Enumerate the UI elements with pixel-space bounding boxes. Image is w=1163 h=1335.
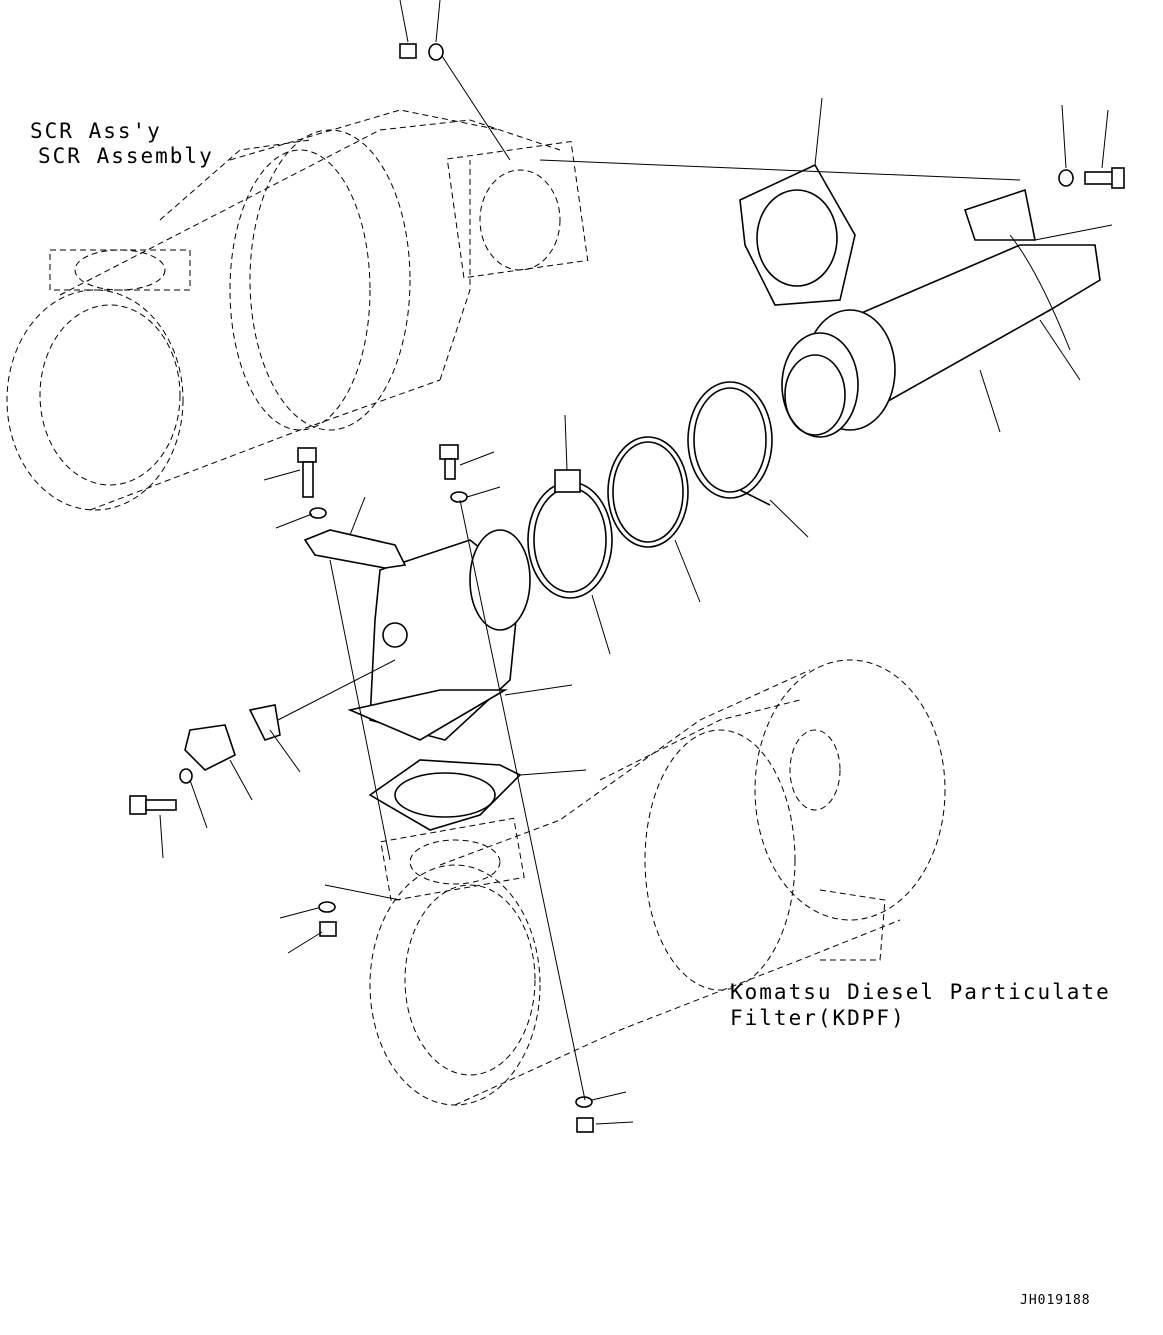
scr-assy-label: SCR Ass'y — [30, 119, 162, 143]
scr-assembly-label: SCR Assembly — [38, 144, 214, 168]
seal-ring — [607, 436, 689, 548]
gasket-lower — [368, 759, 522, 831]
gasket-upper — [739, 163, 856, 306]
clamp-band — [527, 469, 613, 599]
elbow-pipe — [347, 529, 531, 741]
kdpf-label-line1: Komatsu Diesel Particulate — [730, 980, 1111, 1004]
bracket — [303, 529, 407, 569]
drawing-code: JH019188 — [1020, 1293, 1091, 1308]
kdpf-assembly-outline — [369, 659, 946, 1106]
exhaust-pipe — [781, 188, 1101, 438]
fasteners — [129, 43, 1125, 1133]
scr-assembly-outline — [6, 109, 589, 511]
clamp-ring-large — [687, 381, 773, 506]
kdpf-label-line2: Filter(KDPF) — [730, 1006, 906, 1030]
sensor — [184, 704, 281, 771]
leader-lines — [159, 0, 1113, 1125]
